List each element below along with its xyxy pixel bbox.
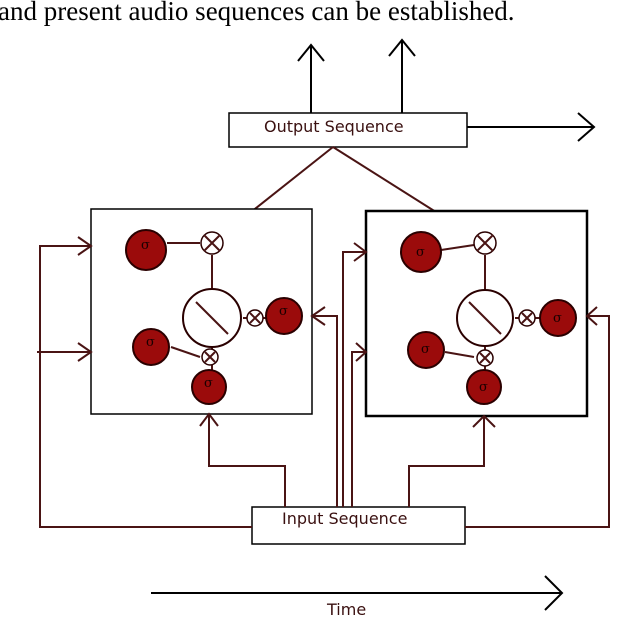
left-memory-cell [182,288,242,348]
svg-text:σ: σ [416,245,425,260]
right-mult-top [473,231,497,255]
right-mult-bottom [476,349,494,367]
right-memory-cell [456,289,514,347]
svg-text:σ: σ [146,335,155,350]
output-up-arrows [297,38,416,113]
right-lstm-block: σ σ σ σ [364,209,589,418]
left-mult-right [246,309,264,327]
time-arrow [151,575,564,611]
right-mult-right [518,309,536,327]
left-mult-bottom [201,348,219,366]
svg-text:σ: σ [421,342,430,357]
svg-text:σ: σ [553,311,562,326]
svg-text:σ: σ [141,238,150,253]
input-wires [37,236,610,528]
left-output-gate: σ [265,297,303,335]
svg-text:σ: σ [479,380,488,395]
right-bottom-gate: σ [466,369,502,405]
svg-text:σ: σ [279,304,288,319]
left-forget-gate: σ [132,328,170,366]
output-sequence-box: Output Sequence [228,112,468,148]
output-right-arrow [467,112,596,142]
caption-text: and present audio sequences can be estab… [0,0,515,26]
left-bottom-gate: σ [191,369,227,405]
left-mult-top [200,231,224,255]
svg-text:σ: σ [204,376,213,391]
right-output-gate: σ [539,299,577,337]
left-input-gate: σ [125,229,167,271]
right-forget-gate: σ [407,331,445,369]
input-sequence-box: Input Sequence [251,506,466,545]
time-label: Time [326,600,366,619]
output-sequence-label: Output Sequence [264,117,404,136]
left-lstm-block: σ σ σ σ [90,208,313,415]
right-input-gate: σ [400,231,442,273]
input-sequence-label: Input Sequence [282,509,407,528]
